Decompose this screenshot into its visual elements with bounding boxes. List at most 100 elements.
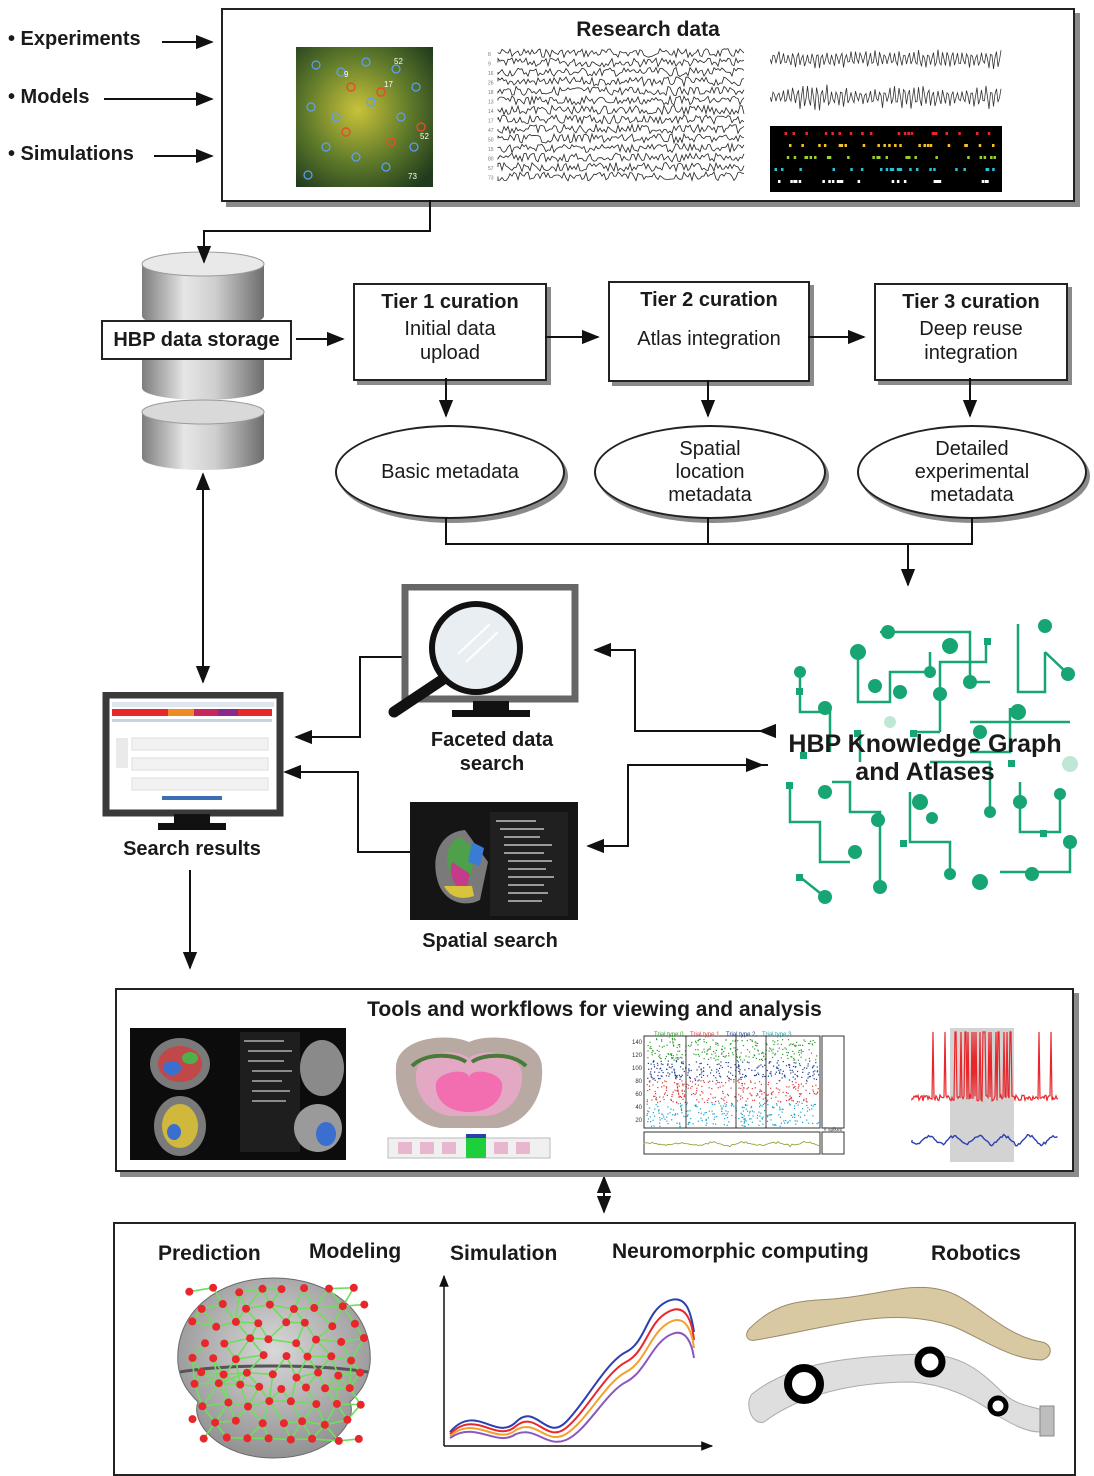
raster-dot bbox=[721, 1107, 722, 1108]
raster-dot bbox=[800, 1094, 801, 1095]
raster-dot bbox=[654, 1125, 655, 1126]
raster-dot bbox=[813, 1065, 814, 1066]
raster-dot bbox=[660, 1119, 661, 1120]
raster-dot bbox=[755, 1087, 756, 1088]
raster-dot bbox=[666, 1069, 667, 1070]
raster-dot bbox=[803, 1039, 804, 1040]
raster-dot bbox=[763, 1056, 764, 1057]
raster-dot bbox=[772, 1052, 773, 1053]
raster-dot bbox=[769, 1063, 770, 1064]
raster-dot bbox=[719, 1073, 720, 1074]
raster-dot bbox=[738, 1094, 739, 1095]
raster-dot bbox=[758, 1125, 759, 1126]
raster-dot bbox=[679, 1126, 680, 1127]
raster-dot bbox=[667, 1072, 668, 1073]
raster-dot bbox=[770, 1061, 771, 1062]
network-node bbox=[283, 1352, 291, 1360]
raster-dot bbox=[727, 1125, 728, 1126]
raster-dot bbox=[707, 1075, 708, 1076]
raster-dot bbox=[748, 1062, 749, 1063]
raster-dot bbox=[748, 1056, 749, 1057]
raster-dot bbox=[650, 1121, 651, 1122]
raster-dot bbox=[728, 1071, 729, 1072]
raster-dot bbox=[815, 1059, 816, 1060]
raster-dot bbox=[664, 1094, 665, 1095]
raster-dot bbox=[679, 1046, 680, 1047]
raster-dot bbox=[676, 1083, 677, 1084]
raster-dot bbox=[787, 1093, 788, 1094]
raster-dot bbox=[730, 1079, 731, 1080]
network-node bbox=[300, 1284, 308, 1292]
network-node bbox=[282, 1318, 290, 1326]
raster-dot bbox=[759, 1053, 760, 1054]
raster-dot bbox=[652, 1084, 653, 1085]
search-results-monitor-icon bbox=[102, 692, 288, 832]
raster-dot bbox=[744, 1121, 745, 1122]
raster-dot bbox=[776, 1105, 777, 1106]
raster-dot bbox=[689, 1077, 690, 1078]
raster-dot bbox=[708, 1059, 709, 1060]
network-node bbox=[223, 1434, 231, 1442]
raster-dot bbox=[779, 1109, 780, 1110]
raster-dot bbox=[688, 1072, 689, 1073]
raster-dot bbox=[707, 1049, 708, 1050]
raster-dot bbox=[671, 1100, 672, 1101]
raster-dot bbox=[779, 1107, 780, 1108]
raster-dot bbox=[666, 1056, 667, 1057]
raster-dot bbox=[703, 1071, 704, 1072]
raster-dot bbox=[742, 1085, 743, 1086]
raster-dot bbox=[722, 1046, 723, 1047]
raster-dot bbox=[750, 1111, 751, 1112]
raster-dot bbox=[739, 1069, 740, 1070]
network-node bbox=[335, 1437, 343, 1445]
faceted-search-caption: Faceted data search bbox=[402, 728, 582, 776]
raster-dot bbox=[788, 1086, 789, 1087]
raster-dot bbox=[767, 1116, 768, 1117]
raster-dot bbox=[677, 1123, 678, 1124]
raster-dot bbox=[690, 1118, 691, 1119]
raster-dot bbox=[655, 1093, 656, 1094]
raster-dot bbox=[746, 1101, 747, 1102]
raster-dot bbox=[695, 1084, 696, 1085]
raster-dot bbox=[751, 1107, 752, 1108]
raster-dot bbox=[658, 1072, 659, 1073]
network-node bbox=[220, 1340, 228, 1348]
raster-dot bbox=[701, 1113, 702, 1114]
raster-dot bbox=[808, 1043, 809, 1044]
network-node bbox=[243, 1369, 251, 1377]
raster-dot bbox=[770, 1071, 771, 1072]
raster-dot bbox=[701, 1063, 702, 1064]
raster-dot bbox=[679, 1123, 680, 1124]
raster-dot bbox=[672, 1066, 673, 1067]
tools-title: Tools and workflows for viewing and anal… bbox=[117, 998, 1072, 1022]
raster-dot bbox=[777, 1044, 778, 1045]
network-node bbox=[235, 1288, 243, 1296]
raster-dot bbox=[754, 1070, 755, 1071]
network-node bbox=[360, 1301, 368, 1309]
network-node bbox=[328, 1322, 336, 1330]
network-node bbox=[287, 1397, 295, 1405]
raster-dot bbox=[704, 1051, 705, 1052]
raster-dot bbox=[667, 1113, 668, 1114]
raster-dot bbox=[742, 1040, 743, 1041]
raster-legend: Trial type 2, bbox=[726, 1032, 757, 1038]
raster-dot bbox=[653, 1062, 654, 1063]
raster-dot bbox=[755, 1041, 756, 1042]
raster-dot bbox=[727, 1117, 728, 1118]
raster-dot bbox=[783, 1109, 784, 1110]
raster-dot bbox=[816, 1093, 817, 1094]
raster-dot bbox=[814, 1042, 815, 1043]
raster-dot bbox=[717, 1064, 718, 1065]
raster-dot bbox=[798, 1084, 799, 1085]
raster-dot bbox=[708, 1082, 709, 1083]
raster-dot bbox=[675, 1113, 676, 1114]
raster-dot bbox=[747, 1111, 748, 1112]
raster-dot bbox=[654, 1116, 655, 1117]
network-node bbox=[264, 1335, 272, 1343]
raster-dot bbox=[721, 1052, 722, 1053]
raster-dot bbox=[718, 1064, 719, 1065]
network-node bbox=[243, 1434, 251, 1442]
raster-dot bbox=[742, 1107, 743, 1108]
raster-dot bbox=[818, 1074, 819, 1075]
raster-dot bbox=[673, 1055, 674, 1056]
